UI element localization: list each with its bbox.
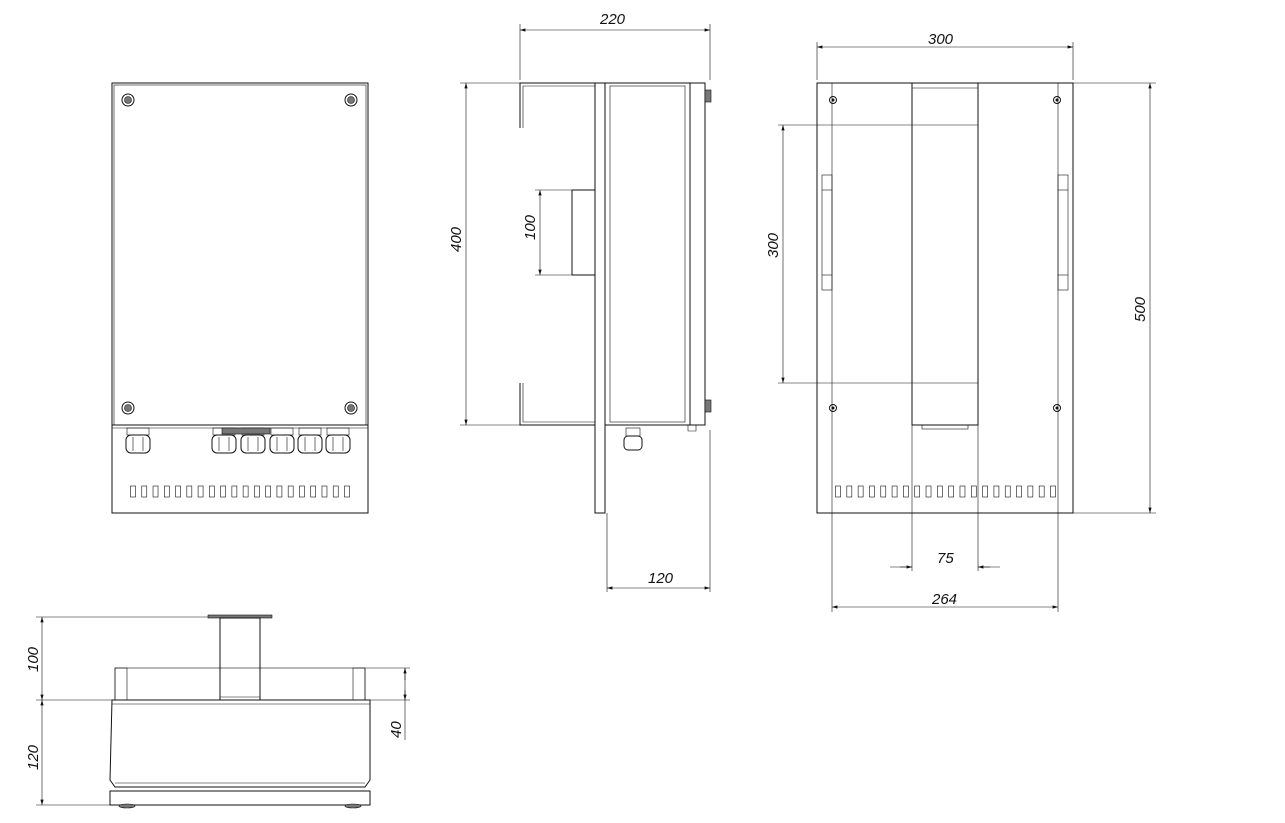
dim-bottom-offset: 40 [388,721,405,738]
vent-slot [209,485,215,498]
vent-slot [130,485,136,498]
dim-side-depth: 120 [648,570,674,587]
vent-slot [332,485,339,498]
vent-slot [344,485,350,498]
vent-slot [857,485,864,498]
vent-slot [265,485,271,498]
vent-slot [914,485,921,498]
mount-hole-icon [829,404,837,412]
vent-slot [299,485,305,498]
screw-icon [121,401,135,415]
vent-slot [869,485,875,498]
screw-head [347,404,355,412]
dim-back-mount-spacing: 300 [765,232,782,258]
vent-slot [959,485,966,498]
vent-slot [1038,485,1045,498]
dim-side-height: 400 [448,226,465,252]
vent-slot [982,485,988,498]
vent-slot [1004,485,1011,498]
dim-back-height: 500 [1132,296,1149,322]
vent-slot [152,485,159,498]
vent-slot [937,485,943,498]
vent-slot [903,485,909,498]
vent-slot [310,485,317,498]
side-view: 220 400 100 120 [448,11,712,592]
mount-hole-icon [1053,96,1061,104]
screw-icon [121,93,135,107]
mount-hole-center [1055,406,1059,410]
vent-slot [1050,485,1056,498]
vent-slot [197,485,204,498]
dim-back-strip: 75 [937,550,954,567]
vent-slot [846,485,853,498]
mount-hole-icons [829,96,1061,412]
vent-slot [925,485,932,498]
vent-slot [175,485,181,498]
vent-slot [231,485,238,498]
mount-hole-icon [1053,404,1061,412]
vent-slot [1016,485,1022,498]
cable-gland-icon [269,427,295,454]
mount-hole-center [831,406,835,410]
vent-slot [287,485,294,498]
vent-slot [948,485,954,498]
vent-slot [254,485,260,498]
vent-slot [163,485,170,498]
vent-slot [321,485,328,498]
screw-icon [344,401,358,415]
vent-slots [835,485,1056,498]
vent-slots [130,485,350,498]
vent-slot [242,485,249,498]
screw-head [124,96,132,104]
vent-slot [276,485,283,498]
front-view [111,82,369,514]
screw-head [124,404,132,412]
vent-slot [880,485,887,498]
cable-gland-icon [125,427,151,454]
vent-slot [891,485,898,498]
cable-gland-icon [297,427,323,454]
screw-icon [344,93,358,107]
vent-slot [186,485,193,498]
screw-head [347,96,355,104]
mount-hole-center [1055,98,1059,102]
vent-slot [970,485,977,498]
mount-hole-icon [829,96,837,104]
dim-bottom-bracket: 100 [25,646,42,672]
vent-slot [993,485,1000,498]
vent-slot [220,485,226,498]
dim-side-bracket: 100 [522,214,539,240]
vent-slot [141,485,148,498]
vent-slot [1027,485,1034,498]
back-view: 300 300 500 75 264 [765,31,1156,612]
cable-gland-icon [325,427,351,454]
vent-slot [835,485,841,498]
dim-side-width: 220 [599,11,626,28]
mount-hole-center [831,98,835,102]
bottom-view: 100 120 40 [25,614,410,809]
dim-back-width: 300 [928,31,954,48]
screw-icons [121,93,358,415]
dim-bottom-depth: 120 [25,744,42,770]
dim-back-hole-spacing: 264 [931,591,957,608]
